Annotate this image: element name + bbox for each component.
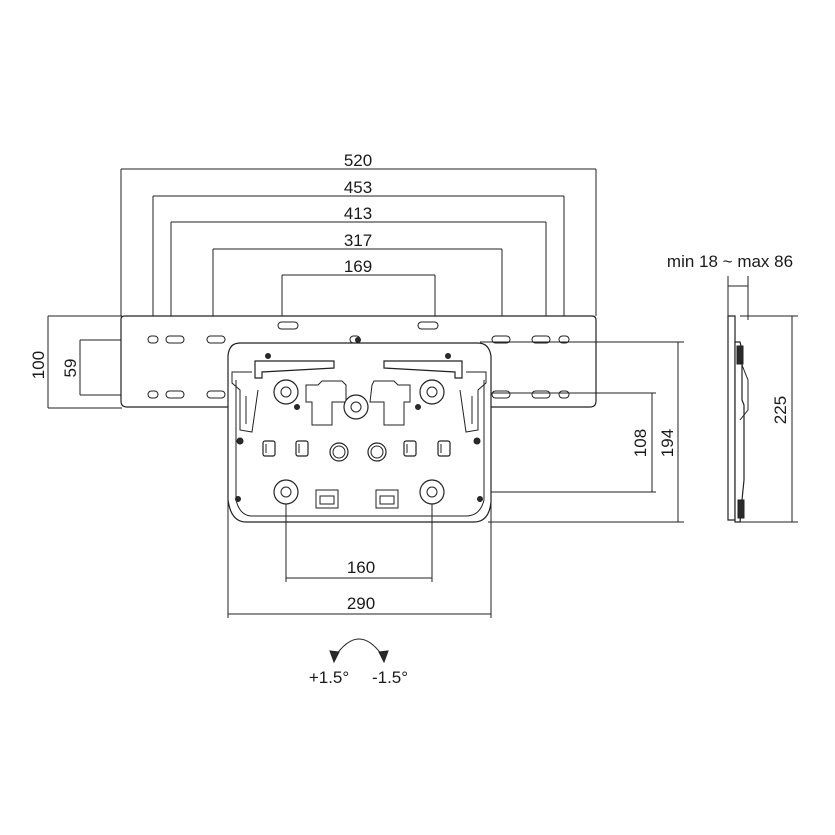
plate-height-dimensions: 108 194 <box>432 341 684 523</box>
depth-range-label: min 18 ~ max 86 <box>667 252 793 271</box>
rail-height-dimensions: 100 59 <box>29 315 153 409</box>
dimension-108: 108 <box>631 429 650 457</box>
dimension-317: 317 <box>344 231 372 250</box>
side-view: min 18 ~ max 86 225 <box>667 252 798 523</box>
dimension-225: 225 <box>771 396 790 424</box>
tilt-plus-label: +1.5° <box>309 668 349 687</box>
rail-width-dimensions: 520 453 413 317 169 <box>120 151 597 337</box>
dimension-100: 100 <box>29 351 48 379</box>
dimension-160: 160 <box>347 558 375 577</box>
dimension-413: 413 <box>344 204 372 223</box>
dimension-194: 194 <box>658 429 677 457</box>
vesa-screw-holes <box>273 379 445 505</box>
dimension-453: 453 <box>344 178 372 197</box>
rail-mounting-holes <box>147 321 570 399</box>
dimension-290: 290 <box>347 594 375 613</box>
tilt-minus-label: -1.5° <box>372 668 408 687</box>
tilt-indicator: +1.5° -1.5° <box>309 638 408 687</box>
plate-width-dimensions: 160 290 <box>227 500 492 618</box>
dimension-59: 59 <box>61 359 80 378</box>
dimension-520: 520 <box>344 151 372 170</box>
dimension-169: 169 <box>344 257 372 276</box>
tv-bracket-plate <box>227 337 492 523</box>
